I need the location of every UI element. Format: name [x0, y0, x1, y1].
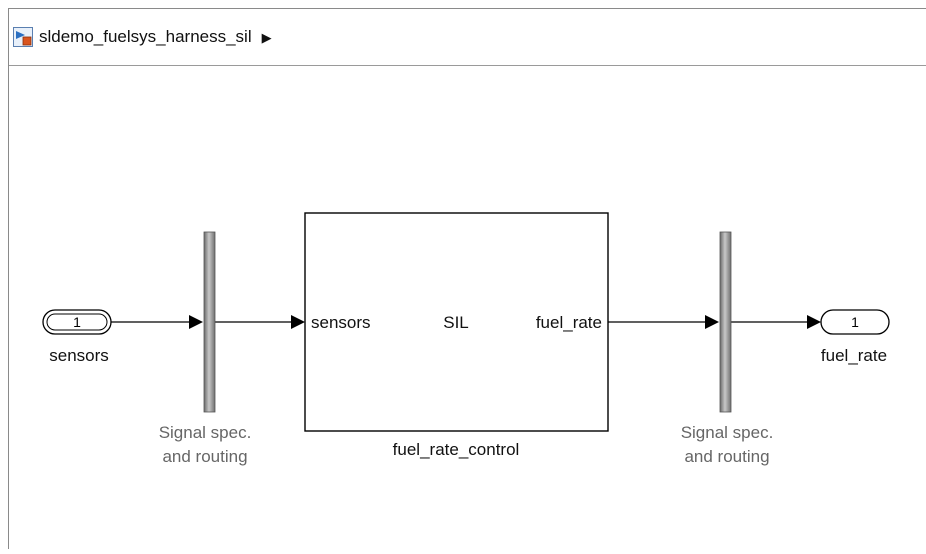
- outport-block[interactable]: 1: [820, 309, 890, 335]
- bus-creator-left[interactable]: [203, 231, 216, 413]
- simulink-model-icon: [13, 27, 33, 47]
- model-output-port-label: fuel_rate: [536, 313, 602, 332]
- breadcrumb-arrow-icon[interactable]: ▶: [261, 29, 272, 45]
- model-window: sldemo_fuelsys_harness_sil ▶: [8, 8, 926, 549]
- signal-lines[interactable]: [111, 315, 821, 329]
- explorer-bar: sldemo_fuelsys_harness_sil ▶: [9, 9, 926, 66]
- inport-number: 1: [73, 314, 81, 330]
- bus-left-label-line1: Signal spec.: [159, 423, 252, 442]
- model-block-name[interactable]: fuel_rate_control: [393, 440, 520, 459]
- outport-label[interactable]: fuel_rate: [821, 346, 887, 365]
- model-block[interactable]: sensors SIL fuel_rate: [304, 212, 609, 432]
- inport-block[interactable]: 1: [42, 309, 112, 335]
- breadcrumb-model-name[interactable]: sldemo_fuelsys_harness_sil: [39, 27, 252, 46]
- outport-number: 1: [851, 314, 859, 330]
- breadcrumb[interactable]: sldemo_fuelsys_harness_sil ▶: [13, 25, 272, 49]
- bus-creator-right[interactable]: [719, 231, 732, 413]
- bus-right-label-line2: and routing: [684, 447, 769, 466]
- bus-right-label-line1: Signal spec.: [681, 423, 774, 442]
- model-mode-label: SIL: [443, 313, 469, 332]
- bus-left-label-line2: and routing: [162, 447, 247, 466]
- model-input-port-label: sensors: [311, 313, 371, 332]
- diagram-canvas[interactable]: 1 sensors Signal spec. and routing senso…: [9, 66, 926, 549]
- inport-label[interactable]: sensors: [49, 346, 109, 365]
